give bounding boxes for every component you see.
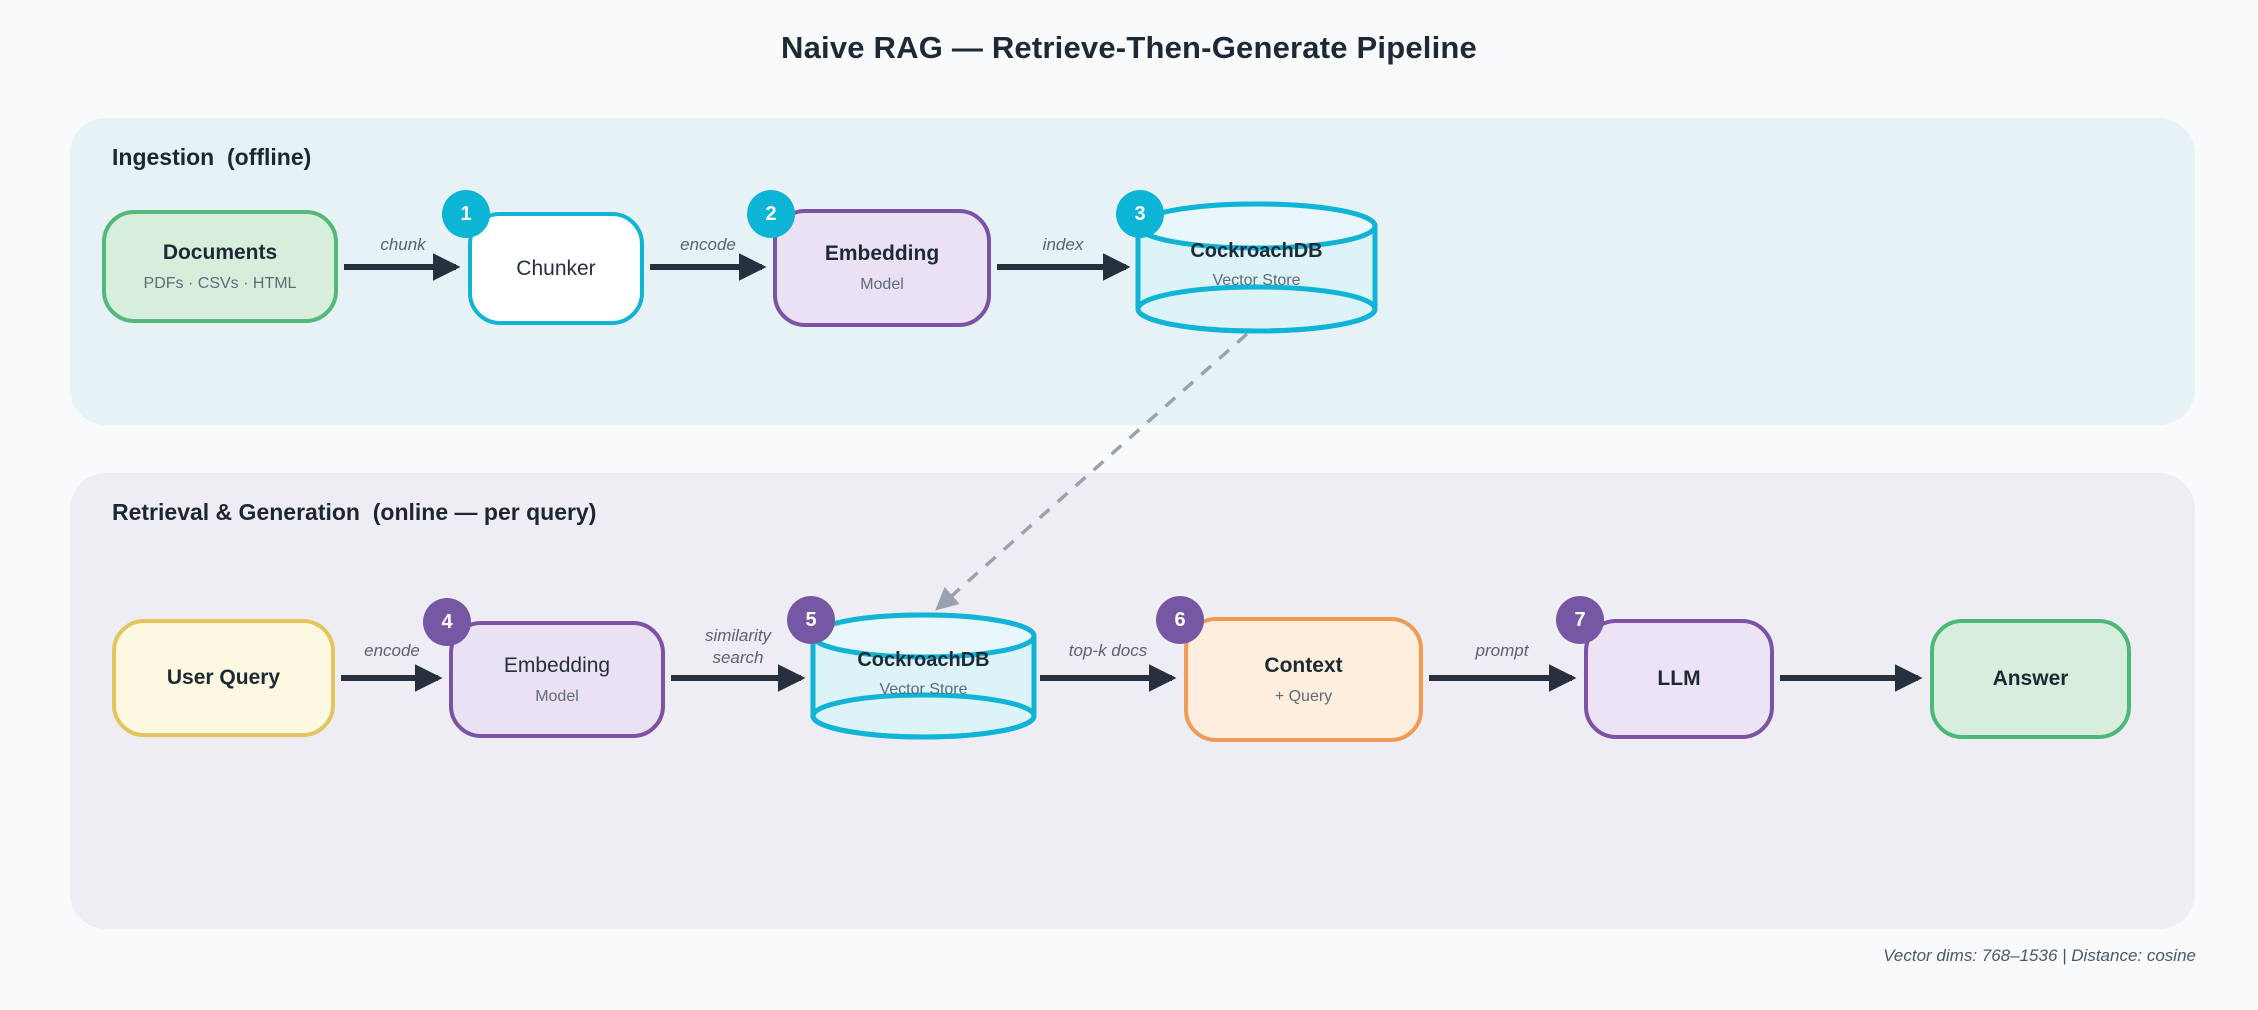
step-badge-2: 2 bbox=[747, 190, 795, 238]
edge-label-prompt: prompt bbox=[1475, 641, 1529, 660]
node-documents-sublabel: PDFs · CSVs · HTML bbox=[143, 274, 297, 292]
edge-label-encode-offline: encode bbox=[680, 235, 736, 254]
node-documents-label: Documents bbox=[162, 240, 278, 264]
footer-note: Vector dims: 768–1536 | Distance: cosine bbox=[1883, 946, 2196, 965]
node-chunker-label: Chunker bbox=[516, 256, 596, 280]
step-badge-5: 5 bbox=[787, 596, 835, 644]
node-llm: LLM bbox=[1584, 619, 1774, 739]
step-badge-6: 6 bbox=[1156, 596, 1204, 644]
panel-retrieval-header: Retrieval & Generation (online — per que… bbox=[112, 499, 597, 525]
edge-label-chunk: chunk bbox=[380, 235, 426, 254]
edge-label-encode-online: encode bbox=[364, 641, 420, 660]
node-answer-label: Answer bbox=[1992, 667, 2069, 690]
node-answer: Answer bbox=[1930, 619, 2131, 739]
node-vector-store-offline-sublabel: Vector Store bbox=[1212, 272, 1301, 289]
step-badge-4: 4 bbox=[423, 598, 471, 646]
panel-ingestion-header: Ingestion (offline) bbox=[112, 144, 312, 170]
node-vector-store-online-sublabel: Vector Store bbox=[879, 681, 968, 698]
node-vector-store-online-label: CockroachDB bbox=[857, 649, 990, 671]
node-embedding-offline-sublabel: Model bbox=[860, 276, 904, 293]
node-context: Context + Query bbox=[1184, 617, 1423, 742]
node-embedding-online: Embedding Model bbox=[449, 621, 665, 738]
step-badge-3: 3 bbox=[1116, 190, 1164, 238]
node-vector-store-offline-label: CockroachDB bbox=[1190, 240, 1323, 262]
node-embedding-online-sublabel: Model bbox=[535, 687, 579, 705]
step-badge-1: 1 bbox=[442, 190, 490, 238]
node-documents: Documents PDFs · CSVs · HTML bbox=[102, 210, 338, 323]
node-user-query-label: User Query bbox=[166, 666, 281, 689]
edge-label-index: index bbox=[1042, 235, 1084, 254]
step-badge-7: 7 bbox=[1556, 596, 1604, 644]
panel-retrieval: Retrieval & Generation (online — per que… bbox=[70, 473, 2195, 929]
node-embedding-offline: Embedding Model bbox=[773, 209, 991, 327]
node-user-query: User Query bbox=[112, 619, 335, 737]
node-embedding-offline-label: Embedding bbox=[824, 242, 940, 265]
node-chunker: Chunker bbox=[468, 212, 644, 325]
edge-label-top-k-docs: top-k docs bbox=[1068, 641, 1148, 660]
page-title: Naive RAG — Retrieve-Then-Generate Pipel… bbox=[781, 30, 1477, 65]
node-embedding-online-label: Embedding bbox=[503, 653, 611, 677]
edge-label-similarity-search: similarity search bbox=[704, 626, 772, 667]
panel-ingestion: Ingestion (offline) bbox=[70, 118, 2195, 425]
node-context-sublabel: + Query bbox=[1274, 687, 1333, 705]
node-context-label: Context bbox=[1264, 653, 1343, 677]
node-llm-label: LLM bbox=[1657, 667, 1701, 690]
